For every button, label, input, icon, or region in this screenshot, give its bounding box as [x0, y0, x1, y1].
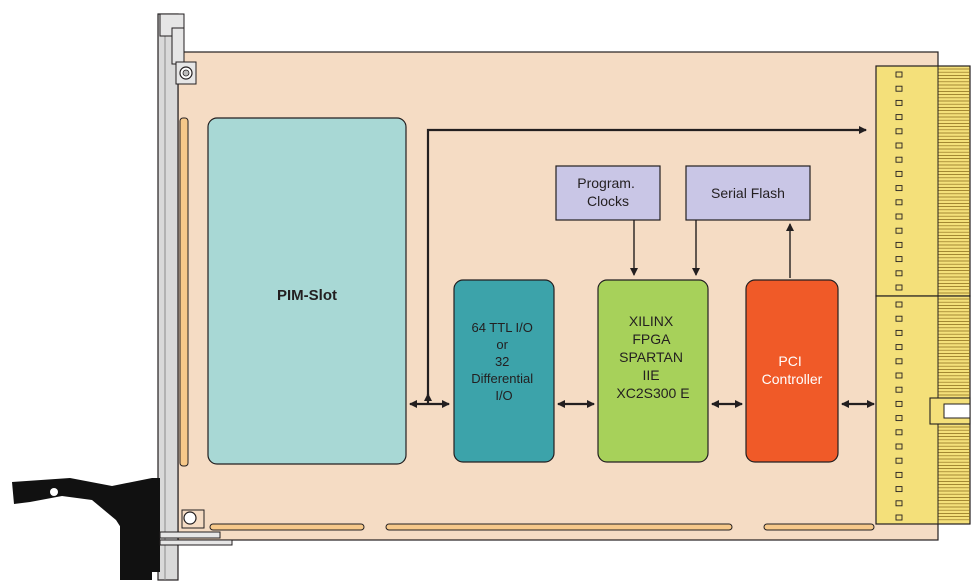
program-clocks-label: Program. Clocks	[577, 175, 638, 209]
fpga-block-label: XILINX FPGA SPARTAN IIE XC2S300 E	[616, 313, 689, 401]
ejector-handle	[12, 478, 160, 572]
io-block	[453, 279, 555, 463]
serial-flash-label: Serial Flash	[711, 185, 785, 201]
front-panel	[157, 13, 179, 581]
pim-slot-label: PIM-Slot	[277, 287, 337, 304]
pci-controller-label: PCI Controller	[762, 353, 823, 387]
pim-slot-block	[207, 117, 407, 465]
backplane-connector	[875, 65, 971, 525]
program-clocks-block	[555, 165, 661, 221]
edge-strip-2	[385, 523, 733, 531]
serial-flash-block	[685, 165, 811, 221]
bus-arrow-top	[426, 126, 867, 404]
pci-controller-block	[745, 279, 839, 463]
io-block-label: 64 TTL I/O or 32 Differential I/O	[471, 320, 537, 403]
fpga-block	[597, 279, 709, 463]
edge-strip-1	[209, 523, 365, 531]
edge-strip-3	[763, 523, 875, 531]
